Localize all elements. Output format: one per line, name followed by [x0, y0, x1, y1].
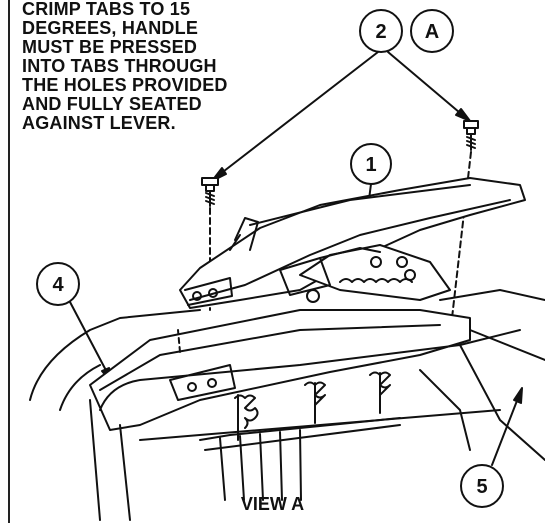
note-line-3: MUST BE PRESSED: [22, 37, 198, 57]
note-line-7: AGAINST LEVER.: [22, 113, 176, 133]
handle-assembly: [179, 177, 526, 309]
instruction-note: CRIMP TABS TO 15 DEGREES, HANDLE MUST BE…: [22, 0, 267, 133]
callout-5: 5: [460, 387, 523, 508]
springs: [199, 371, 401, 501]
callout-5-label: 5: [476, 476, 487, 498]
callout-1-label: 1: [365, 154, 376, 176]
note-line-6: AND FULLY SEATED: [22, 94, 202, 114]
left-frame-line: [8, 0, 10, 523]
note-line-5: THE HOLES PROVIDED: [22, 75, 228, 95]
screw-left: [201, 177, 219, 311]
callout-A: A: [410, 9, 454, 53]
callout-2-leaders: [211, 51, 471, 182]
callout-A-label: A: [425, 21, 439, 43]
callout-2: 2: [359, 9, 403, 53]
note-line-4: INTO TABS THROUGH: [22, 56, 217, 76]
view-label: VIEW A: [240, 494, 305, 514]
callout-2-label: 2: [375, 21, 386, 43]
note-line-1: CRIMP TABS TO 15: [22, 0, 191, 19]
screw-right: [451, 120, 479, 319]
lever-plate: [89, 309, 471, 431]
callout-4-label: 4: [52, 274, 64, 296]
note-line-2: DEGREES, HANDLE: [22, 18, 199, 38]
